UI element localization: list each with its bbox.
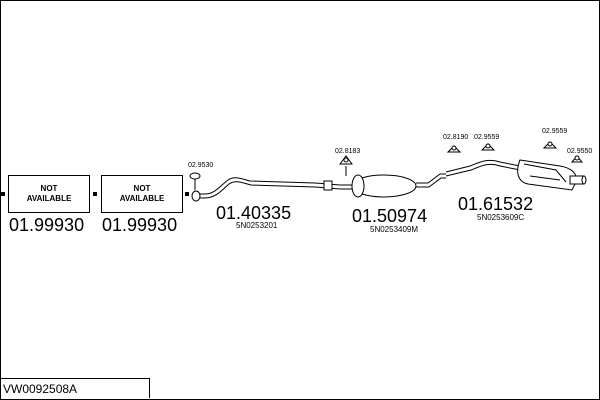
accessory-5-number: 02.9559 xyxy=(542,128,568,135)
rear-silencer xyxy=(517,159,577,191)
part-3-oem: 5N0253201 xyxy=(236,221,278,230)
gasket-icon xyxy=(189,172,201,190)
accessory-4-number: 02.9559 xyxy=(474,134,500,141)
accessory-6-number: 02.9550 xyxy=(567,148,593,155)
front-pipe xyxy=(192,177,341,195)
part-2-not-available-box: NOT AVAILABLE xyxy=(101,175,183,213)
part-2-number: 01.99930 xyxy=(102,215,178,235)
connector-marker xyxy=(1,192,5,196)
connector-marker xyxy=(185,192,189,196)
part-4-number: 01.50974 xyxy=(352,206,428,226)
rear-pipe xyxy=(445,159,521,173)
hanger-icon xyxy=(339,155,353,176)
not-available-line1: NOT xyxy=(133,184,151,193)
kit-code: VW0092508A xyxy=(3,382,78,396)
accessory-1-number: 02.9530 xyxy=(188,162,214,169)
not-available-line2: AVAILABLE xyxy=(26,194,72,203)
accessory-2-number: 02.8183 xyxy=(335,148,361,155)
front-flange xyxy=(191,190,201,202)
kit-code-box: VW0092508A xyxy=(0,378,150,398)
hanger-icon xyxy=(542,141,558,149)
part-1-not-available-box: NOT AVAILABLE xyxy=(8,175,90,213)
part-5-oem: 5N0253609C xyxy=(477,213,525,222)
part-3-number: 01.40335 xyxy=(216,203,292,223)
accessory-3-number: 02.8190 xyxy=(443,134,469,141)
hanger-icon xyxy=(570,155,584,163)
not-available-line1: NOT xyxy=(40,184,58,193)
connector-marker xyxy=(93,192,97,196)
part-4-oem: 5N0253409M xyxy=(370,225,419,234)
part-1-number: 01.99930 xyxy=(9,215,85,235)
hanger-icon xyxy=(446,145,462,153)
joint-clamp xyxy=(323,180,333,191)
hanger-icon xyxy=(480,143,496,151)
not-available-line2: AVAILABLE xyxy=(119,194,165,203)
part-5-number: 01.61532 xyxy=(458,194,534,214)
